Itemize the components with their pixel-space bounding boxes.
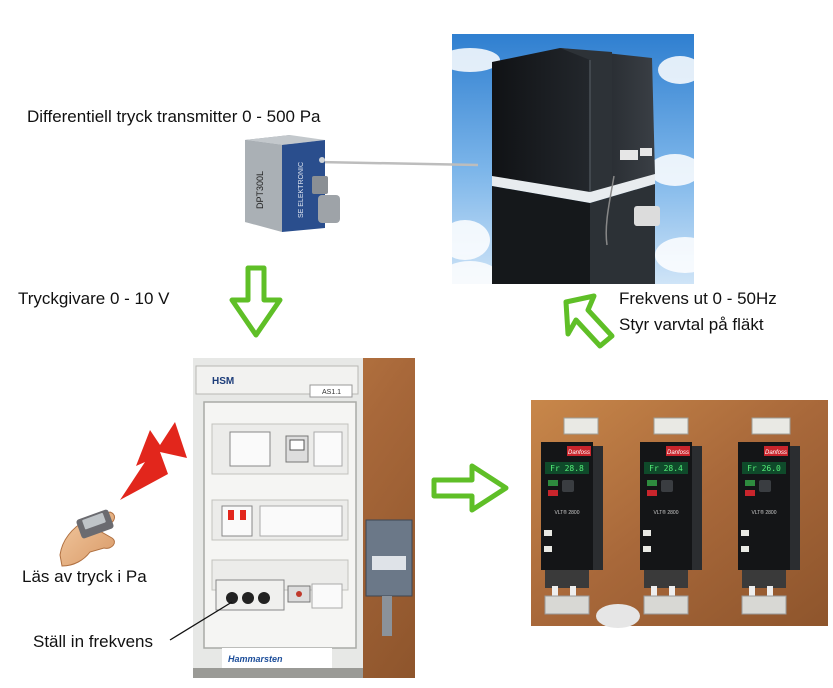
drive-brand-text: Danfoss [568,450,590,456]
control-cabinet-photo: HSM AS1.1 Hammarsten [193,358,415,678]
cabinet-footer-text: Hammarsten [228,654,283,664]
drive-brand-text: Danfoss [667,450,689,456]
drive-model-text: VLT® 2800 [752,509,777,516]
transmitter-label: Differentiell tryck transmitter 0 - 500 … [27,107,321,126]
cabinet-brand-text: HSM [212,376,234,387]
frequency-out-label: Frekvens ut 0 - 50Hz [619,289,777,308]
pressure-nozzle [634,206,660,226]
fan-speed-label: Styr varvtal på fläkt [619,315,764,334]
hand-meter-icon [59,509,115,567]
cabinet-knob [242,592,254,604]
arrow-down-icon [229,265,283,338]
pressure-tube [317,160,479,167]
frequency-drive-3: Danfoss Fr 26.0 VLT® 2800 [738,442,800,615]
drive-brand-text: Danfoss [765,450,787,456]
fan-unit-photo [440,34,715,289]
drive-model-text: VLT® 2800 [555,509,580,516]
read-pressure-label: Läs av tryck i Pa [22,567,147,586]
arrow-right-icon [431,463,509,513]
set-frequency-label: Ställ in frekvens [33,632,153,651]
fan-band [492,174,655,203]
drives-photo: Danfoss Fr 28.8 VLT® 2800 Danfoss Fr 28.… [531,400,828,628]
cabinet-tag-text: AS1.1 [322,389,341,396]
cable-gland [318,195,340,223]
transmitter-model-text: DPT300L [255,171,265,209]
drive-model-text: VLT® 2800 [654,509,679,516]
frequency-drive-1: Danfoss Fr 28.8 VLT® 2800 [541,442,603,615]
transmitter-brand-text: SE ELEKTRONIC [298,162,305,218]
frequency-drive-2: Danfoss Fr 28.4 VLT® 2800 [640,442,702,615]
fan-housing [492,48,655,195]
drive-display-text: Fr 26.0 [747,464,781,473]
pressure-transmitter: DPT300L SE ELEKTRONIC [245,135,340,232]
drive-display-text: Fr 28.4 [649,464,683,473]
cabinet-knob [226,592,238,604]
arrow-up-left-icon [563,293,615,349]
clouds [440,48,715,289]
drive-display-text: Fr 28.8 [550,464,584,473]
cabinet-knob [258,592,270,604]
sensor-signal-label: Tryckgivare 0 - 10 V [18,289,170,308]
lightning-icon [120,422,187,500]
pointer-line [169,601,233,641]
